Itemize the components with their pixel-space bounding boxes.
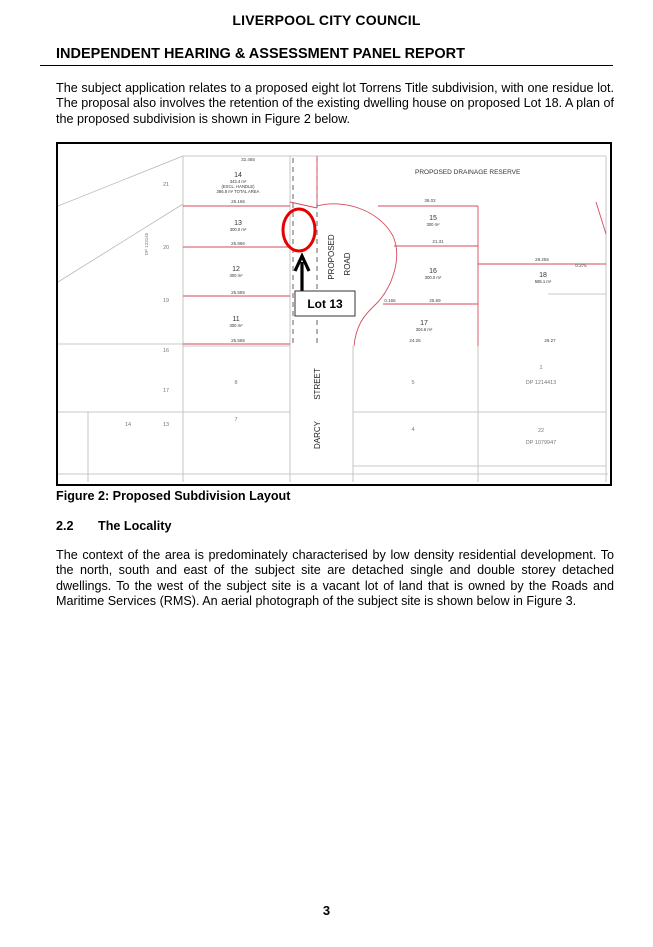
deposited-plan-label: DP 1079947: [526, 440, 556, 446]
lot-11-number: 11: [232, 316, 239, 323]
dimension-label: 28.255: [535, 257, 549, 262]
neighbour-lot-label: 7: [234, 417, 237, 423]
arrow-head-icon: [293, 252, 311, 272]
lot-15-area: 300 m²: [426, 222, 440, 227]
lot-18-number: 18: [539, 272, 547, 279]
darcy-label: DARCY: [313, 420, 322, 449]
locality-paragraph: The context of the area is predominately…: [56, 548, 614, 609]
drainage-label: PROPOSED DRAINAGE RESERVE: [415, 169, 521, 176]
intro-paragraph: The subject application relates to a pro…: [56, 81, 614, 126]
report-title: INDEPENDENT HEARING & ASSESSMENT PANEL R…: [56, 46, 466, 62]
section-number: 2.2: [56, 519, 74, 533]
dimension-label: 38.02: [424, 198, 436, 203]
neighbour-lot-label: 16: [163, 348, 169, 354]
lot-boundary: [595, 201, 607, 235]
boundary-line: [58, 203, 184, 283]
callout-label: Lot 13: [307, 297, 343, 311]
subdivision-plan-figure: PROPOSED DRAINAGE RESERVE 14 343.4 m² (E…: [56, 142, 612, 486]
neighbour-lot-label: 19: [163, 298, 169, 304]
proposed-road-label-2: ROAD: [343, 252, 352, 275]
neighbour-lot-label: 5: [411, 380, 414, 386]
page-number: 3: [322, 903, 331, 918]
callout-box: [294, 290, 356, 317]
lot-14-area: 343.4 m²: [230, 179, 247, 184]
lot-14-extra1: (EXCL. HANDLE): [221, 184, 255, 189]
deposited-plan-label: DP 123145: [144, 232, 149, 255]
subdivision-plan: PROPOSED DRAINAGE RESERVE 14 343.4 m² (E…: [58, 155, 608, 482]
section-title: The Locality: [98, 519, 172, 533]
lot-16-area: 300.0 m²: [425, 275, 442, 280]
lot-17-number: 17: [420, 320, 428, 327]
neighbour-lot-label: 14: [125, 422, 131, 428]
neighbour-lot-label: 8: [234, 380, 237, 386]
header-rule: [40, 65, 613, 66]
dimension-label: 0.165: [384, 298, 396, 303]
council-header: LIVERPOOL CITY COUNCIL: [232, 12, 421, 28]
dimension-label: 25.966: [231, 241, 245, 246]
lot-11-area: 300 m²: [229, 323, 243, 328]
dimension-label: 25.565: [231, 338, 245, 343]
lot-13-number: 13: [234, 220, 242, 227]
dimension-label: 25.555: [231, 290, 245, 295]
dimension-label: 25.165: [231, 199, 245, 204]
neighbour-lot-label: 20: [163, 245, 169, 251]
neighbour-lot-label: 21: [163, 182, 169, 188]
cul-de-sac-boundary: [316, 203, 398, 347]
lot-12-area: 300 m²: [229, 273, 243, 278]
lot-17-area: 304.6 m²: [416, 327, 433, 332]
lot-15-number: 15: [429, 215, 437, 222]
lot-14-number: 14: [234, 172, 242, 179]
street-label: STREET: [313, 368, 322, 400]
dimension-label: 21.31: [432, 239, 444, 244]
neighbour-lot-label: 4: [411, 427, 414, 433]
boundary-line: [58, 155, 184, 207]
neighbour-lot-label: 13: [163, 422, 169, 428]
dimension-label: 32.465: [241, 157, 255, 162]
dimension-label: 24.26: [409, 338, 421, 343]
lot-16-number: 16: [429, 268, 437, 275]
lot-boundary: [289, 201, 318, 209]
dimension-label: 25.69: [429, 298, 441, 303]
deposited-plan-label: DP 1214413: [526, 380, 556, 386]
section-heading: 2.2 The Locality: [56, 519, 171, 533]
figure-caption: Figure 2: Proposed Subdivision Layout: [56, 489, 291, 503]
proposed-road-label-1: PROPOSED: [327, 234, 336, 280]
neighbour-lot-label: 1: [539, 365, 542, 371]
lot-13-area: 300.0 m²: [230, 227, 247, 232]
dimension-label: 0.375: [575, 263, 587, 268]
neighbour-lot-label: 22: [538, 428, 544, 434]
lot-14-extra2: 366.8 m² TOTAL AREA: [217, 189, 260, 194]
highlight-circle: [281, 207, 317, 253]
neighbour-lot-label: 17: [163, 388, 169, 394]
dimension-label: 29.27: [544, 338, 556, 343]
lot-12-number: 12: [232, 266, 240, 273]
lot-18-area: 585.1 m²: [535, 279, 552, 284]
